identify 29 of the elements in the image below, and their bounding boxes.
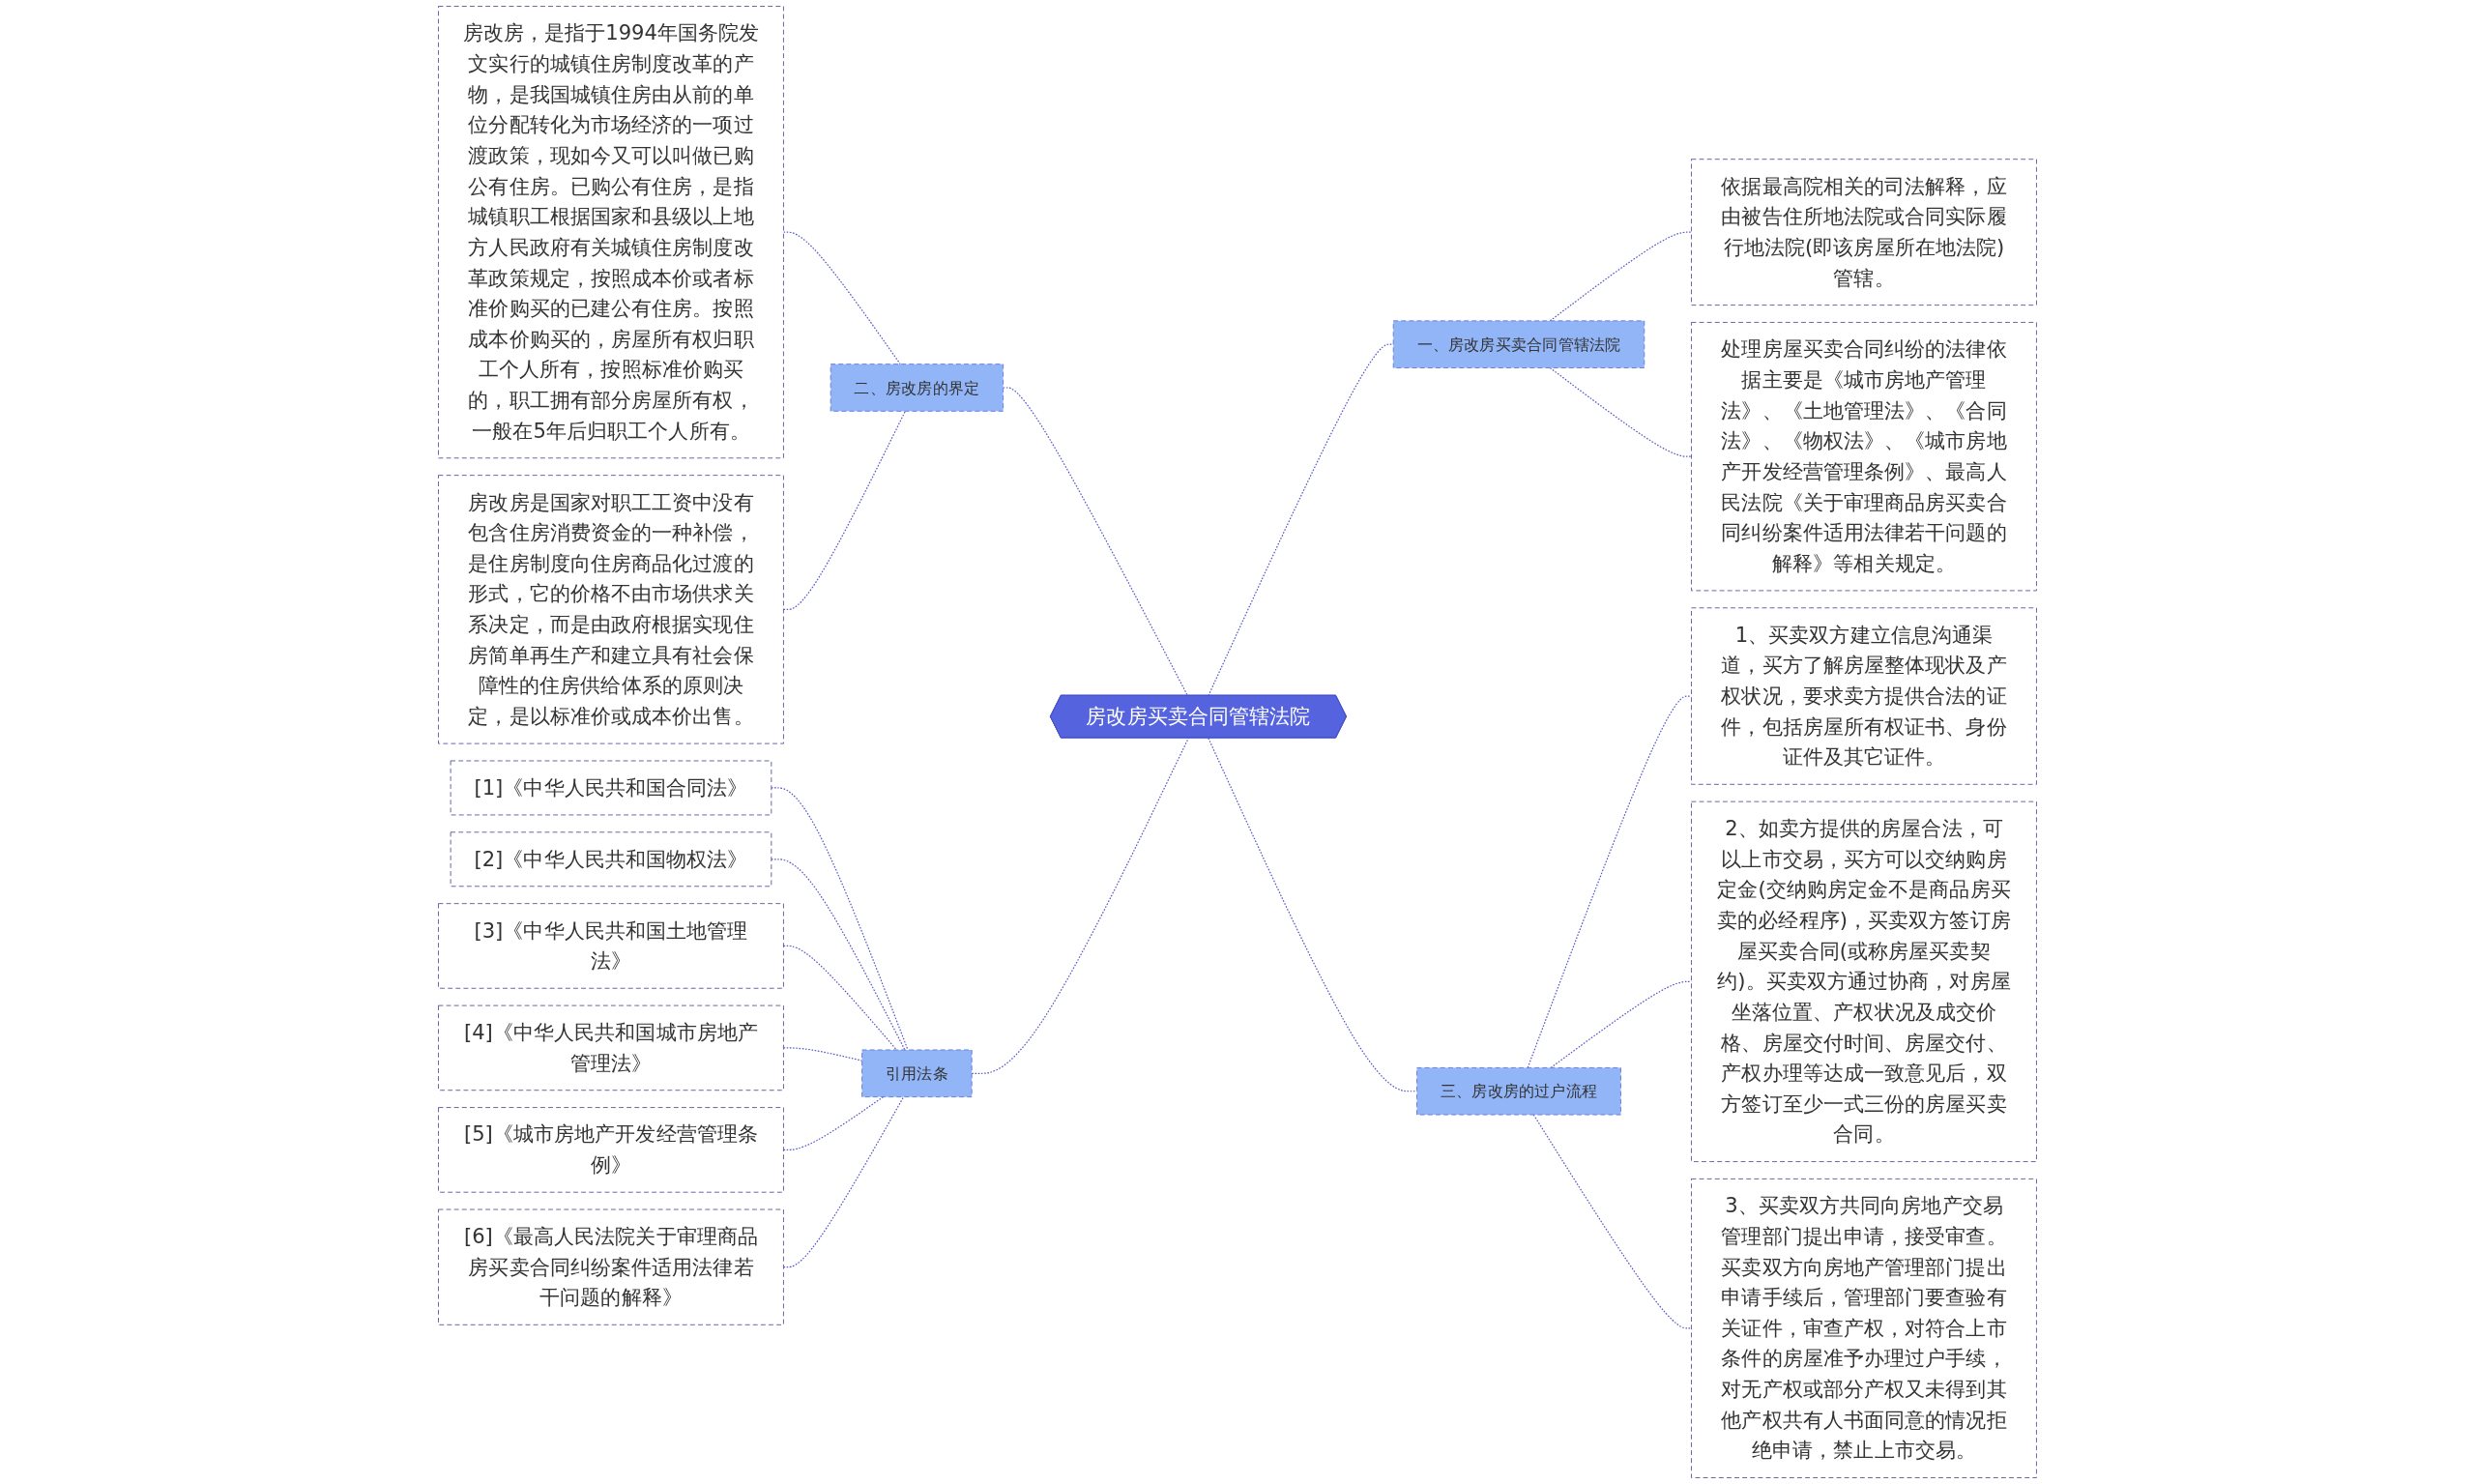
node-box: [6]《最高人民法院关于审理商品房买卖合同纠纷案件适用法律若干问题的解释》 — [438, 1208, 784, 1325]
connector — [1003, 387, 1188, 697]
connector — [782, 1096, 905, 1268]
node-box: 一、房改房买卖合同管辖法院 — [1392, 320, 1645, 368]
connector — [771, 787, 909, 1051]
node-box: 房改房是国家对职工工资中没有包含住房消费资金的一种补偿，是住房制度向住房商品化过渡的形式，它的价格不由市场供求关系决定，而是由政府根据实现住房简单再生产和建立具有社会保障性的住房供给体系的原则决定，是以标准价或成本价出售。 — [438, 475, 784, 744]
connector — [1208, 737, 1418, 1092]
connector — [771, 858, 906, 1051]
connector — [1527, 695, 1693, 1068]
node-box: 3、买卖双方共同向房地产交易管理部门提出申请，接受审查。买卖双方向房地产管理部门提出申请手续后，管理部门要查验有关证件，审查产权，对符合上市条件的房屋准予办理过户手续，对无产权或部分产权又未得到其他产权共有人书面同意的情况拒绝申请，禁止上市交易。 — [1691, 1178, 2037, 1478]
node-box: 2、如卖方提供的房屋合法，可以上市交易，买方可以交纳购房定金(交纳购房定金不是商品房买卖的必经程序)，买卖双方签订房屋买卖合同(或称房屋买卖契约)。买卖双方通过协商，对房屋坐落位置、产权状况及成交价格、房屋交付时间、房屋交付、产权办理等达成一致意见后，双方签订至少一式三份的房屋买卖合同。 — [1691, 800, 2037, 1162]
connector — [1549, 231, 1693, 322]
node-box: 房改房，是指于1994年国务院发文实行的城镇住房制度改革的产物，是我国城镇住房由从前的单位分配转化为市场经济的一项过渡政策，现如今又可以叫做已购公有住房。已购公有住房，是指城镇职工根据国家和县级以上地方人民政府有关城镇住房制度改革政策规定，按照成本价或者标准价购买的已建公有住房。按照成本价购买的，房屋所有权归职工个人所有，按照标准价购买的，职工拥有部分房屋所有权，一般在5年后归职工个人所有。 — [438, 6, 784, 459]
connector — [1532, 1114, 1693, 1329]
node-box: [5]《城市房地产开发经营管理条例》 — [438, 1107, 784, 1193]
node-box: 依据最高院相关的司法解释，应由被告住所地法院或合同实际履行地法院(即该房屋所在地法院)管辖。 — [1691, 159, 2037, 306]
connector — [782, 231, 901, 365]
connector — [782, 945, 898, 1051]
node-box: 二、房改房的界定 — [830, 364, 1005, 412]
node-box: [4]《中华人民共和国城市房地产管理法》 — [438, 1004, 784, 1091]
node-box: 三、房改房的过户流程 — [1416, 1067, 1621, 1116]
node-box: 处理房屋买卖合同纠纷的法律依据主要是《城市房地产管理法》、《土地管理法》、《合同法》、《物权法》、《城市房地产开发经营管理条例》、最高人民法院《关于审理商品房买卖合同纠纷案件适用法律若干问题的解释》等相关规定。 — [1691, 322, 2037, 592]
node-box: [3]《中华人民共和国土地管理法》 — [438, 903, 784, 989]
connector — [1549, 366, 1693, 457]
connector — [782, 410, 906, 610]
node-box: 1、买卖双方建立信息沟通渠道，买方了解房屋整体现状及产权状况，要求卖方提供合法的证件，包括房屋所有权证书、身份证件及其它证件。 — [1691, 607, 2037, 785]
node-box: 引用法条 — [861, 1049, 973, 1098]
node-box: [1]《中华人民共和国合同法》 — [450, 760, 772, 816]
node-box: [2]《中华人民共和国物权法》 — [450, 831, 772, 887]
